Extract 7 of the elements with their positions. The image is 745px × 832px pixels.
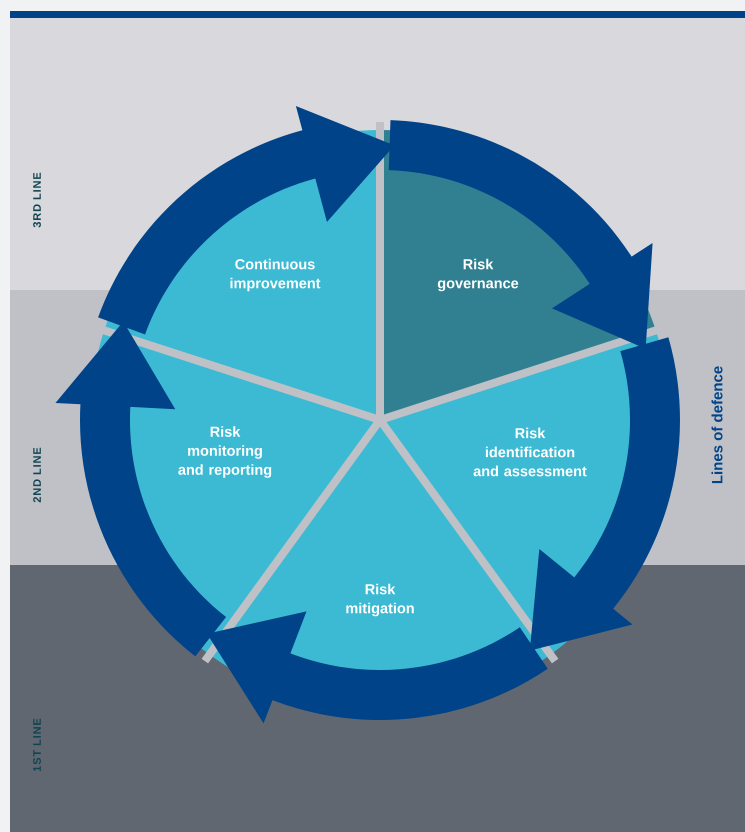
band-label: 1ST LINE: [33, 718, 41, 772]
side-label: Lines of defence: [712, 366, 722, 484]
band-label: 2ND LINE: [33, 448, 41, 502]
cycle-arrow: [530, 337, 680, 651]
cycle-arrow: [388, 120, 653, 349]
band-label: 3RD LINE: [33, 172, 41, 228]
node-label: Continuous improvement: [230, 258, 320, 292]
